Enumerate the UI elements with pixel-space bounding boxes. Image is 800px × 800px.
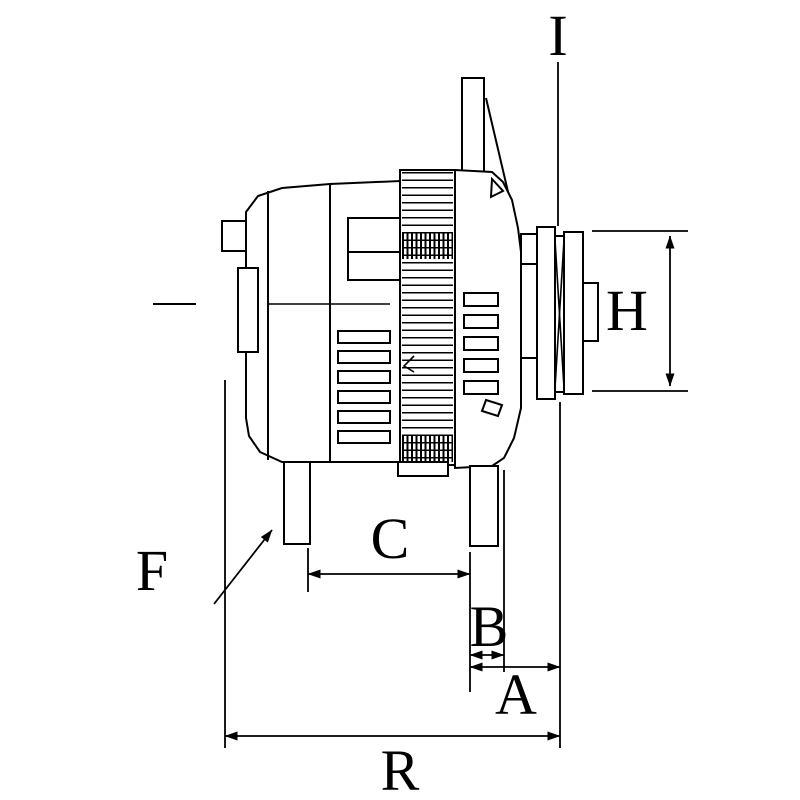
rear-lug (283, 461, 311, 545)
brush-box (347, 217, 405, 281)
pulley-right-flange (563, 231, 584, 395)
dim-label-r: R (381, 738, 420, 800)
pulley-left-flange (536, 226, 556, 400)
top-bolt (461, 77, 510, 197)
terminal-stub (221, 220, 247, 252)
alternator-drawing (153, 77, 599, 547)
dimension-c: C (307, 506, 471, 692)
pulley-group (520, 226, 599, 400)
dimension-i: I (548, 3, 568, 226)
slanted-slot (480, 398, 504, 418)
dim-label-f: F (136, 538, 168, 603)
front-lug (469, 465, 499, 547)
dim-label-b: B (470, 594, 509, 659)
mounting-lugs (283, 461, 499, 547)
dim-label-h: H (606, 278, 648, 343)
shaft-nut (520, 233, 538, 265)
rear-housing (221, 179, 405, 463)
dimension-a: A (469, 402, 561, 748)
leader-f: F (136, 529, 273, 605)
vent-slots-front (463, 292, 499, 395)
section-mark (402, 355, 415, 373)
mid-foot (397, 461, 449, 477)
housing-notch (489, 176, 505, 199)
front-housing (454, 168, 525, 470)
dimension-h: H (592, 230, 688, 392)
shaft-spacer (520, 263, 538, 359)
shaft-end (582, 282, 599, 342)
dim-label-i: I (548, 3, 567, 68)
vent-slots-rear (337, 330, 391, 444)
side-boss (237, 267, 259, 353)
stator-band (399, 169, 456, 466)
dimension-b: B (469, 470, 509, 672)
dim-label-a: A (495, 662, 537, 727)
dimension-r: R (224, 380, 561, 800)
dim-label-c: C (371, 506, 410, 571)
